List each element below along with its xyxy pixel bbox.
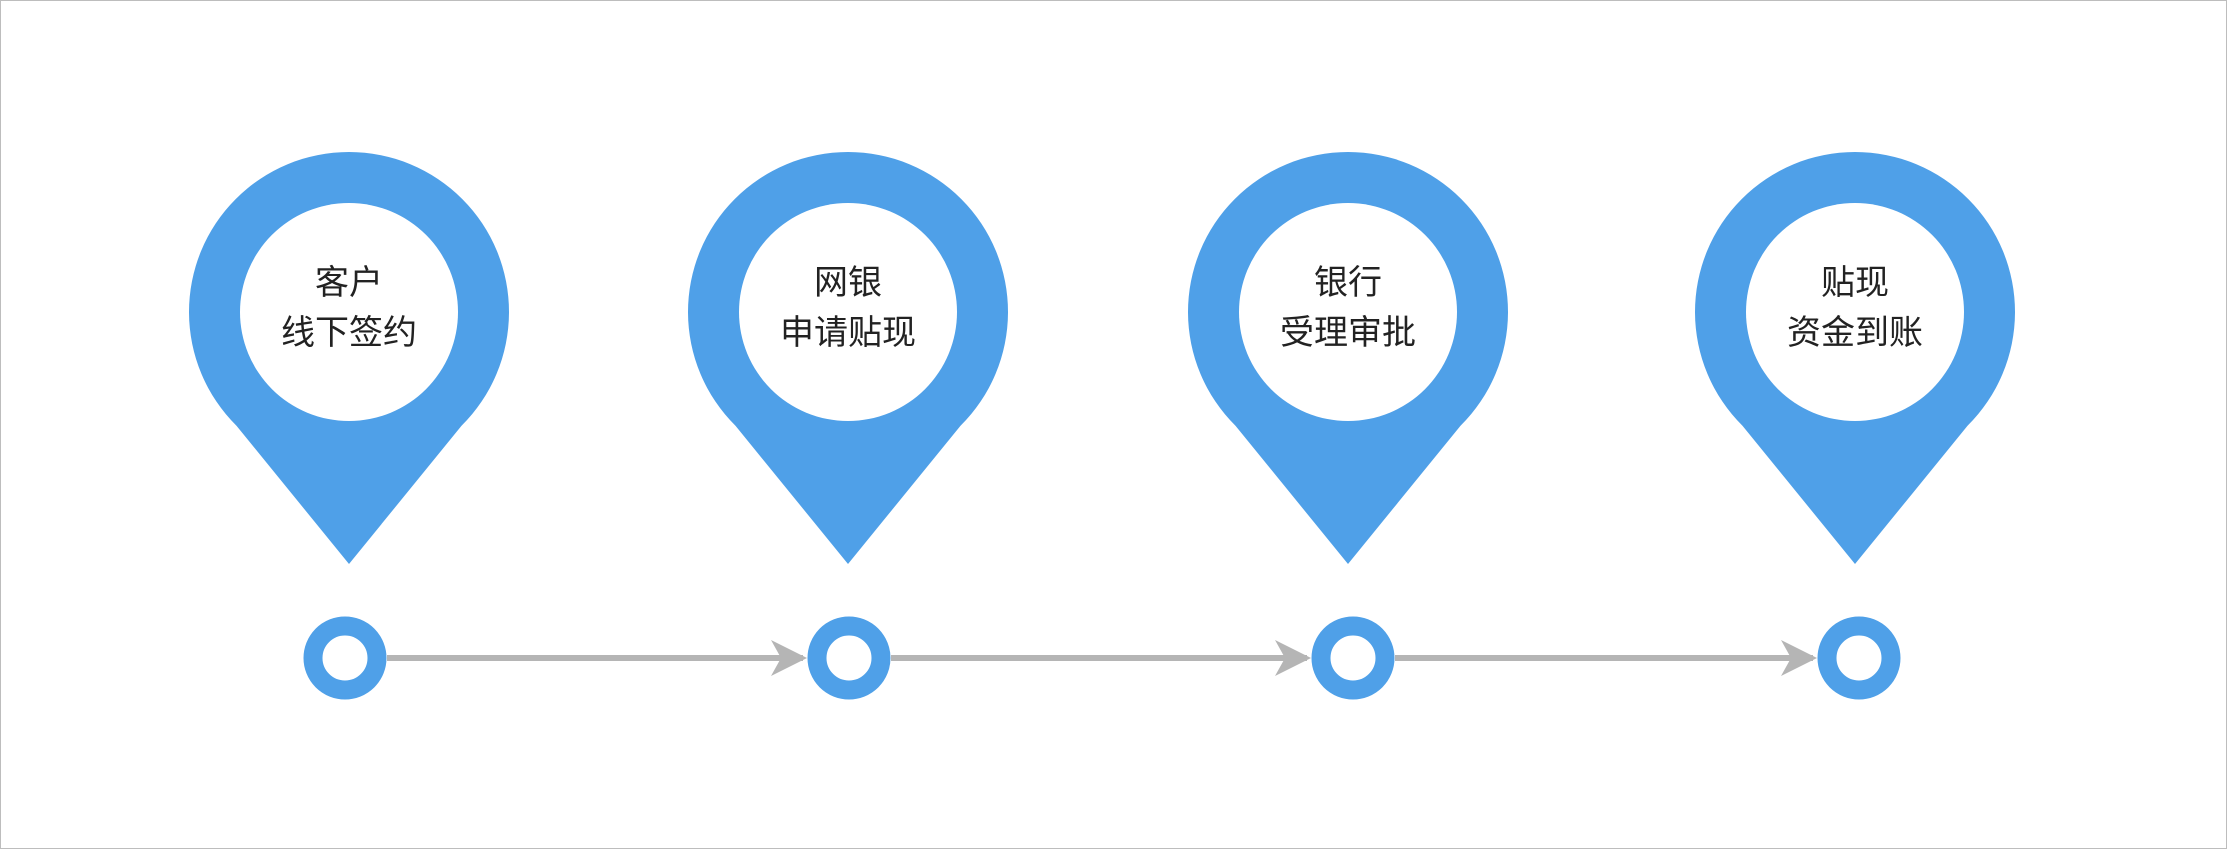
step-node-ring — [1311, 616, 1395, 700]
step-4-label: 贴现 资金到账 — [1745, 258, 1965, 358]
step-node-ring — [303, 616, 387, 700]
step-node-ring — [807, 616, 891, 700]
pin-inner-circle — [739, 203, 957, 421]
step-2-line2: 申请贴现 — [780, 313, 916, 353]
step-3-line2: 受理审批 — [1280, 313, 1416, 353]
step-2-label: 网银 申请贴现 — [738, 258, 958, 358]
step-1-label: 客户 线下签约 — [239, 258, 459, 358]
step-1-line1: 客户 — [315, 263, 383, 303]
pin-inner-circle — [1239, 203, 1457, 421]
step-1-line2: 线下签约 — [281, 313, 417, 353]
step-2-line1: 网银 — [814, 263, 882, 303]
pin-inner-circle — [1746, 203, 1964, 421]
step-3-line1: 银行 — [1314, 263, 1382, 303]
arrow-head-icon — [1275, 640, 1311, 676]
step-4-line1: 贴现 — [1821, 263, 1889, 303]
arrow-head-icon — [1781, 640, 1817, 676]
step-3-label: 银行 受理审批 — [1238, 258, 1458, 358]
arrow-head-icon — [771, 640, 807, 676]
step-4-line2: 资金到账 — [1787, 313, 1923, 353]
pin-inner-circle — [240, 203, 458, 421]
step-node-ring — [1817, 616, 1901, 700]
